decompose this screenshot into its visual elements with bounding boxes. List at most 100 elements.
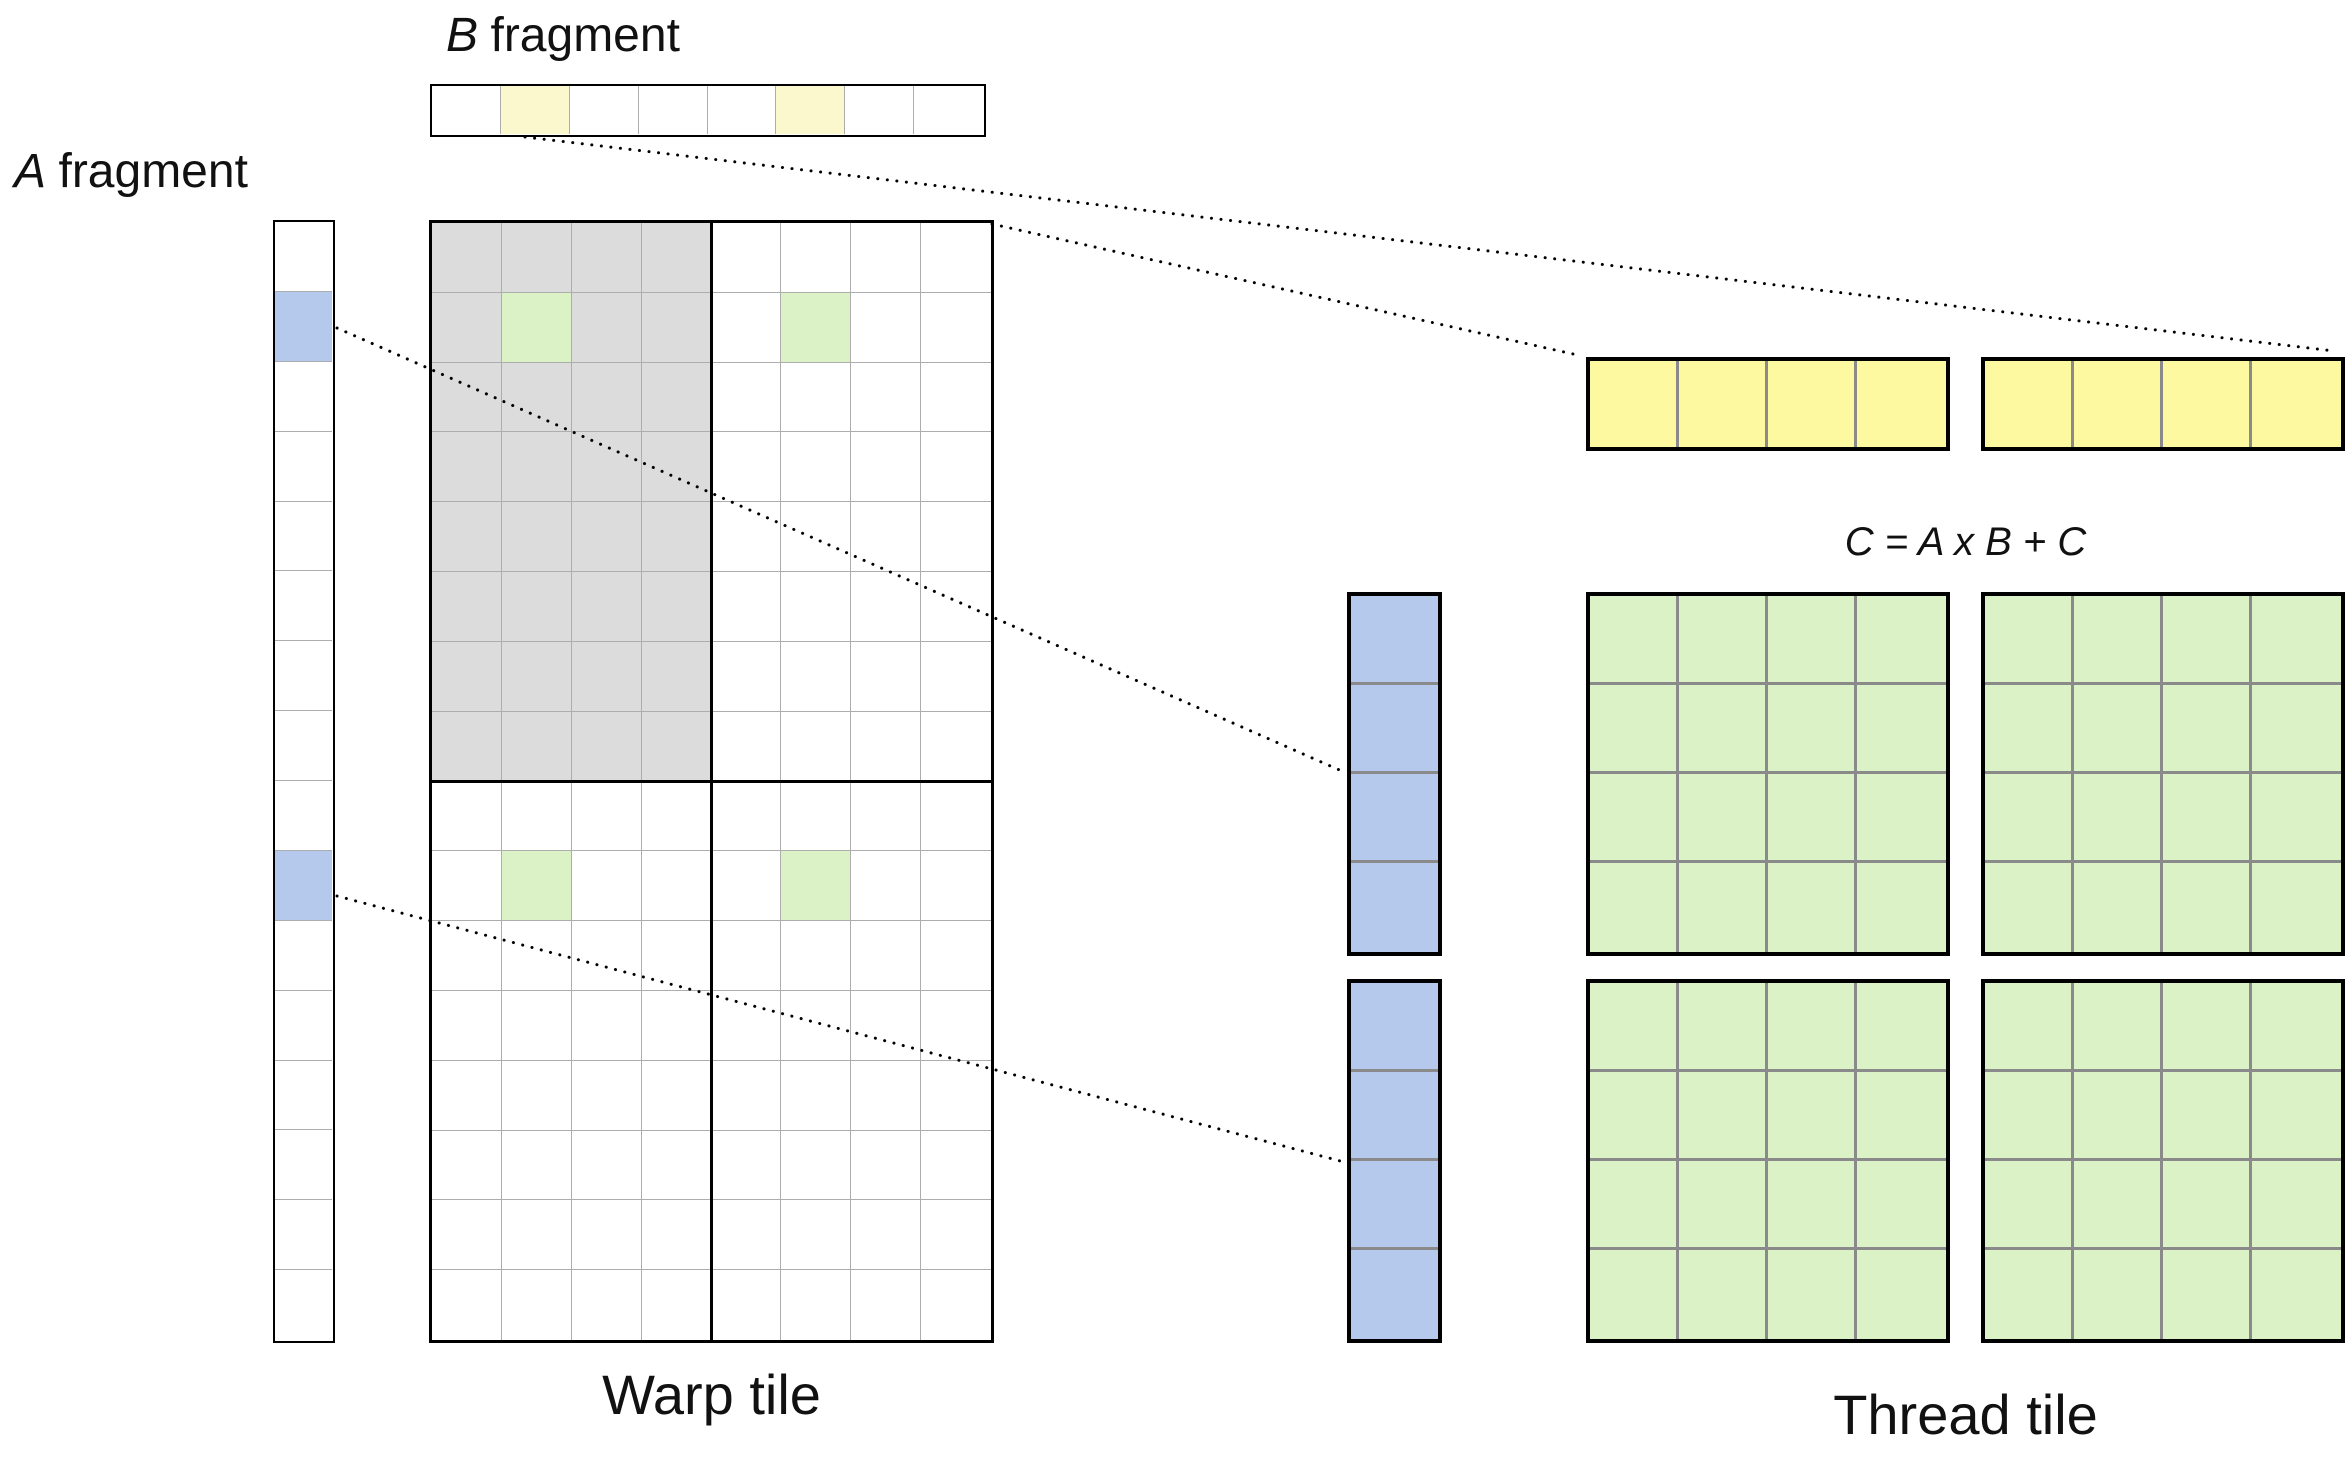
warp-tile-grid-cell-r15c3	[642, 1270, 712, 1340]
thread-tile-bottom-right-cell-r0c1	[2074, 983, 2163, 1072]
warp-tile-grid-cell-r15c7	[921, 1270, 991, 1340]
b-thread-fragment-2-cell-r0c0	[1985, 361, 2074, 447]
warp-tile-grid-cell-r4c7	[921, 502, 991, 573]
warp-tile-grid-cell-r3c7	[921, 432, 991, 503]
warp-tile-grid-cell-r12c1	[501, 1060, 572, 1131]
warp-tile-grid-cell-r10c3	[641, 921, 712, 991]
warp-tile-grid-cell-r14c1	[501, 1200, 572, 1271]
warp-tile-grid-cell-r0c5	[781, 223, 852, 293]
warp-tile-grid-cell-r5c7	[921, 572, 991, 642]
a-thread-fragment-2-cell-r1c0	[1351, 1072, 1438, 1161]
warp-tile-grid-cell-r7c0	[432, 711, 502, 782]
warp-tile-grid-cell-r1c1	[501, 292, 572, 363]
a-fragment-grid-cell-r14c0	[275, 1200, 332, 1271]
thread-tile-top-left-cell-r3c3	[1857, 863, 1946, 952]
warp-tile-grid-cell-r10c4	[711, 921, 782, 991]
thread-tile-label: Thread tile	[1833, 1383, 2098, 1446]
warp-tile-grid-cell-r6c5	[781, 641, 852, 712]
a-fragment-grid-cell-r15c0	[275, 1270, 332, 1340]
thread-tile-top-left-cell-r1c3	[1857, 685, 1946, 774]
warp-tile-grid-cell-r0c3	[641, 223, 712, 293]
thread-tile-bottom-left-cell-r2c1	[1679, 1161, 1768, 1250]
thread-tile-top-left-cell-r0c3	[1857, 596, 1946, 685]
a-fragment-grid-cell-r5c0	[275, 571, 332, 642]
warp-tile-grid-cell-r3c5	[781, 432, 852, 503]
a-thread-fragment-1-cell-r3c0	[1351, 863, 1438, 952]
warp-tile-grid-cell-r13c1	[501, 1130, 572, 1201]
warp-tile-grid-cell-r7c4	[711, 711, 782, 782]
thread-tile-top-right-cell-r0c2	[2163, 596, 2252, 685]
warp-tile-grid-cell-r3c4	[711, 432, 782, 503]
thread-tile-top-right-cell-r2c2	[2163, 774, 2252, 863]
thread-tile-top-left-cell-r0c1	[1679, 596, 1768, 685]
a-fragment-grid-cell-r12c0	[275, 1061, 332, 1131]
b-thread-fragment-1-cell-r0c2	[1768, 361, 1857, 447]
thread-tile-bottom-left-cell-r2c3	[1857, 1161, 1946, 1250]
a-fragment-grid-cell-r6c0	[275, 641, 332, 712]
warp-tile-grid-cell-r14c6	[851, 1200, 922, 1271]
warp-tile-grid-cell-r1c6	[851, 292, 922, 363]
warp-tile-grid-cell-r6c7	[921, 642, 991, 712]
thread-tile-bottom-right-cell-r1c3	[2252, 1072, 2341, 1161]
thread-tile-top-left-cell-r3c2	[1768, 863, 1857, 952]
warp-tile-grid-cell-r0c7	[921, 223, 991, 293]
equation-label: C = A x B + C	[1844, 520, 2087, 564]
warp-tile-grid-cell-r14c5	[781, 1200, 852, 1271]
thread-tile-bottom-right-cell-r0c3	[2252, 983, 2341, 1072]
warp-tile-grid-cell-r15c0	[432, 1270, 502, 1340]
warp-tile-grid-cell-r5c5	[781, 572, 852, 642]
warp-tile-grid-cell-r13c2	[571, 1130, 642, 1201]
warp-tile-grid-cell-r7c2	[571, 711, 642, 782]
warp-tile-grid-cell-r4c0	[432, 502, 502, 573]
warp-tile-grid-cell-r2c3	[641, 362, 712, 433]
a-thread-fragment-1-cell-r0c0	[1351, 596, 1438, 685]
warp-tile-grid-cell-r4c2	[571, 502, 642, 573]
b-fragment-grid-cell-r0c2	[570, 86, 639, 134]
warp-tile-grid-cell-r10c2	[571, 921, 642, 991]
warp-tile-grid-cell-r8c6	[851, 781, 922, 852]
warp-tile-grid-cell-r3c1	[501, 432, 572, 503]
thread-tile-bottom-right-cell-r1c2	[2163, 1072, 2252, 1161]
warp-tile-grid-cell-r2c6	[851, 362, 922, 433]
warp-tile-grid-cell-r11c1	[501, 990, 572, 1061]
thread-tile-top-right-cell-r2c1	[2074, 774, 2163, 863]
b-thread-fragment-2-cell-r0c1	[2074, 361, 2163, 447]
thread-tile-bottom-left-cell-r2c2	[1768, 1161, 1857, 1250]
warp-tile-grid-cell-r2c4	[711, 362, 782, 433]
warp-tile-grid-cell-r12c7	[921, 1061, 991, 1131]
warp-tile-grid-cell-r3c2	[571, 432, 642, 503]
warp-tile-grid-cell-r11c5	[781, 990, 852, 1061]
warp-tile-grid-cell-r7c5	[781, 711, 852, 782]
thread-tile-bottom-right-cell-r3c2	[2163, 1250, 2252, 1339]
warp-tile-grid-cell-r12c6	[851, 1060, 922, 1131]
warp-tile-grid-cell-r8c7	[921, 782, 991, 852]
thread-tile-bottom-right	[1981, 979, 2345, 1343]
thread-tile-top-left-cell-r2c0	[1590, 774, 1679, 863]
warp-tile-grid-cell-r15c4	[712, 1270, 782, 1340]
warp-tile-grid-cell-r8c0	[432, 781, 502, 852]
warp-tile-grid-cell-r5c0	[432, 572, 502, 642]
warp-tile-grid-cell-r2c2	[571, 362, 642, 433]
b-fragment-grid-cell-r0c7	[914, 86, 983, 134]
warp-tile-grid-cell-r14c3	[641, 1200, 712, 1271]
b-thread-fragment-1-cell-r0c1	[1679, 361, 1768, 447]
warp-tile-grid-cell-r3c0	[432, 432, 502, 503]
a-fragment-grid-cell-r4c0	[275, 502, 332, 572]
thread-tile-bottom-right-cell-r1c0	[1985, 1072, 2074, 1161]
a-thread-fragment-2	[1347, 979, 1442, 1343]
thread-tile-top-right-cell-r0c3	[2252, 596, 2341, 685]
warp-tile-grid-cell-r7c7	[921, 712, 991, 782]
thread-tile-top-left-cell-r0c0	[1590, 596, 1679, 685]
b-fragment-grid-cell-r0c5	[776, 86, 846, 134]
warp-tile-grid-cell-r1c0	[432, 292, 502, 363]
a-thread-fragment-1-cell-r1c0	[1351, 685, 1438, 774]
a-thread-fragment-2-cell-r0c0	[1351, 983, 1438, 1072]
a-thread-fragment-1-cell-r2c0	[1351, 774, 1438, 863]
thread-tile-top-right	[1981, 592, 2345, 956]
warp-tile-grid-cell-r7c3	[641, 711, 712, 782]
warp-tile-grid-cell-r9c2	[571, 851, 642, 922]
thread-tile-bottom-left-cell-r3c0	[1590, 1250, 1679, 1339]
